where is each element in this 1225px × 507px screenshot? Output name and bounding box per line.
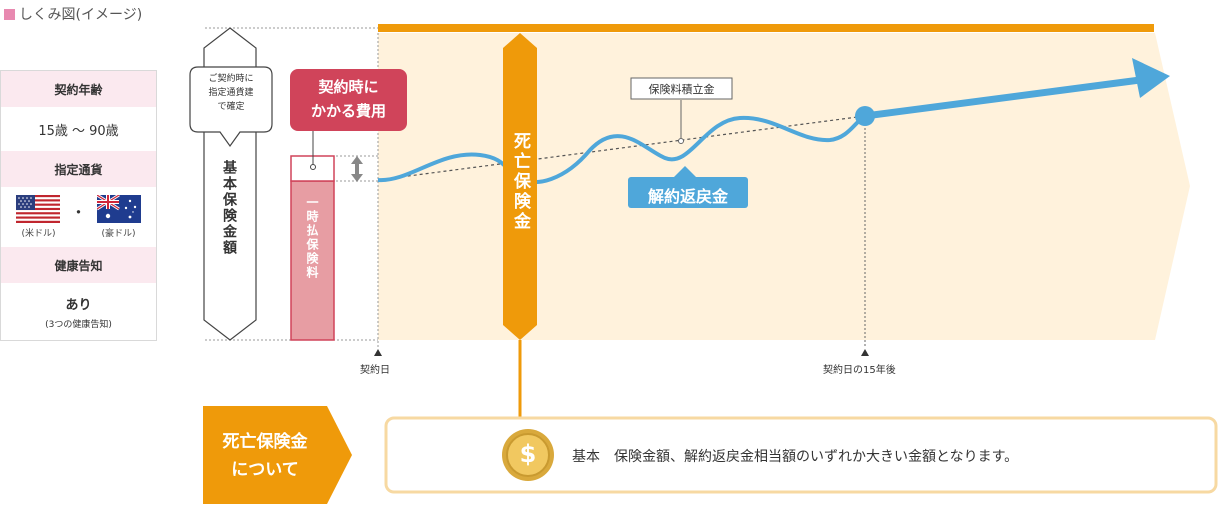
arrow-right-icon xyxy=(1132,58,1170,98)
au-currency: (豪ドル) xyxy=(96,195,141,239)
year15-point xyxy=(855,106,875,126)
top-bar xyxy=(378,24,1154,32)
bubble-line-3: で確定 xyxy=(217,102,245,112)
us-currency-label: (米ドル) xyxy=(21,229,56,239)
surrender-label: 解約返戻金 xyxy=(647,187,728,206)
death-benefit-bar xyxy=(503,33,537,340)
coin-symbol: $ xyxy=(519,440,537,468)
age-header: 契約年齢 xyxy=(1,71,156,107)
health-value: あり (3つの健康告知) xyxy=(1,283,156,340)
health-note: (3つの健康告知) xyxy=(45,319,112,330)
about-label-line-1: 死亡保険金 xyxy=(222,432,308,452)
health-header: 健康告知 xyxy=(1,247,156,283)
about-label-line-2: について xyxy=(231,460,299,480)
about-info-box xyxy=(384,416,1218,494)
contract-day-label: 契約日 xyxy=(360,365,390,376)
health-value-text: あり xyxy=(65,297,92,313)
fee-label: 契約時に かかる費用 xyxy=(290,75,407,123)
premium-label: 一時払保険料 xyxy=(305,196,319,280)
year15-label: 契約日の15年後 xyxy=(823,365,896,376)
fee-label-line-2: かかる費用 xyxy=(310,102,386,120)
bubble-text: ご契約時に 指定通貨建 で確定 xyxy=(190,72,272,114)
title-text: しくみ図(イメージ) xyxy=(19,7,143,23)
bubble-line-1: ご契約時に xyxy=(208,74,254,84)
currency-header: 指定通貨 xyxy=(1,151,156,187)
reserve-label-box xyxy=(630,77,733,100)
reserve-label: 保険料積立金 xyxy=(648,83,715,96)
surrender-trend xyxy=(864,76,1141,120)
bubble-shape xyxy=(189,66,273,148)
fee-label-line-1: 契約時に xyxy=(318,78,379,96)
about-label-shape xyxy=(203,406,352,504)
basic-sum-label: 基本保険金額 xyxy=(221,160,237,256)
au-currency-label: (豪ドル) xyxy=(101,229,136,239)
us-flag-icon xyxy=(16,195,61,223)
coin-icon xyxy=(502,429,554,481)
bubble-line-2: 指定通貨建 xyxy=(208,88,254,98)
age-value: 15歳 〜 90歳 xyxy=(1,107,156,151)
currency-value: (米ドル) ・ (豪ドル) xyxy=(1,187,156,247)
double-arrow-icon xyxy=(351,156,363,182)
title-marker-icon xyxy=(4,8,15,20)
surrender-label-box xyxy=(628,177,748,208)
fee-label-box xyxy=(290,69,407,131)
death-benefit-label: 死亡保険金 xyxy=(510,132,530,232)
about-label: 死亡保険金 について xyxy=(203,428,327,484)
separator-dot: ・ xyxy=(70,203,87,222)
diagram-title: しくみ図(イメージ) xyxy=(4,4,142,24)
surrender-curve xyxy=(377,114,867,185)
coverage-area xyxy=(378,33,1190,340)
conditions-table: 契約年齢 15歳 〜 90歳 指定通貨 (米ドル) xyxy=(0,70,157,341)
us-currency: (米ドル) xyxy=(16,195,61,239)
au-flag-icon xyxy=(96,195,141,223)
about-text: 基本 保険金額、解約返戻金相当額のいずれか大きい金額となります。 xyxy=(572,449,1019,465)
premium-bar xyxy=(290,180,335,341)
